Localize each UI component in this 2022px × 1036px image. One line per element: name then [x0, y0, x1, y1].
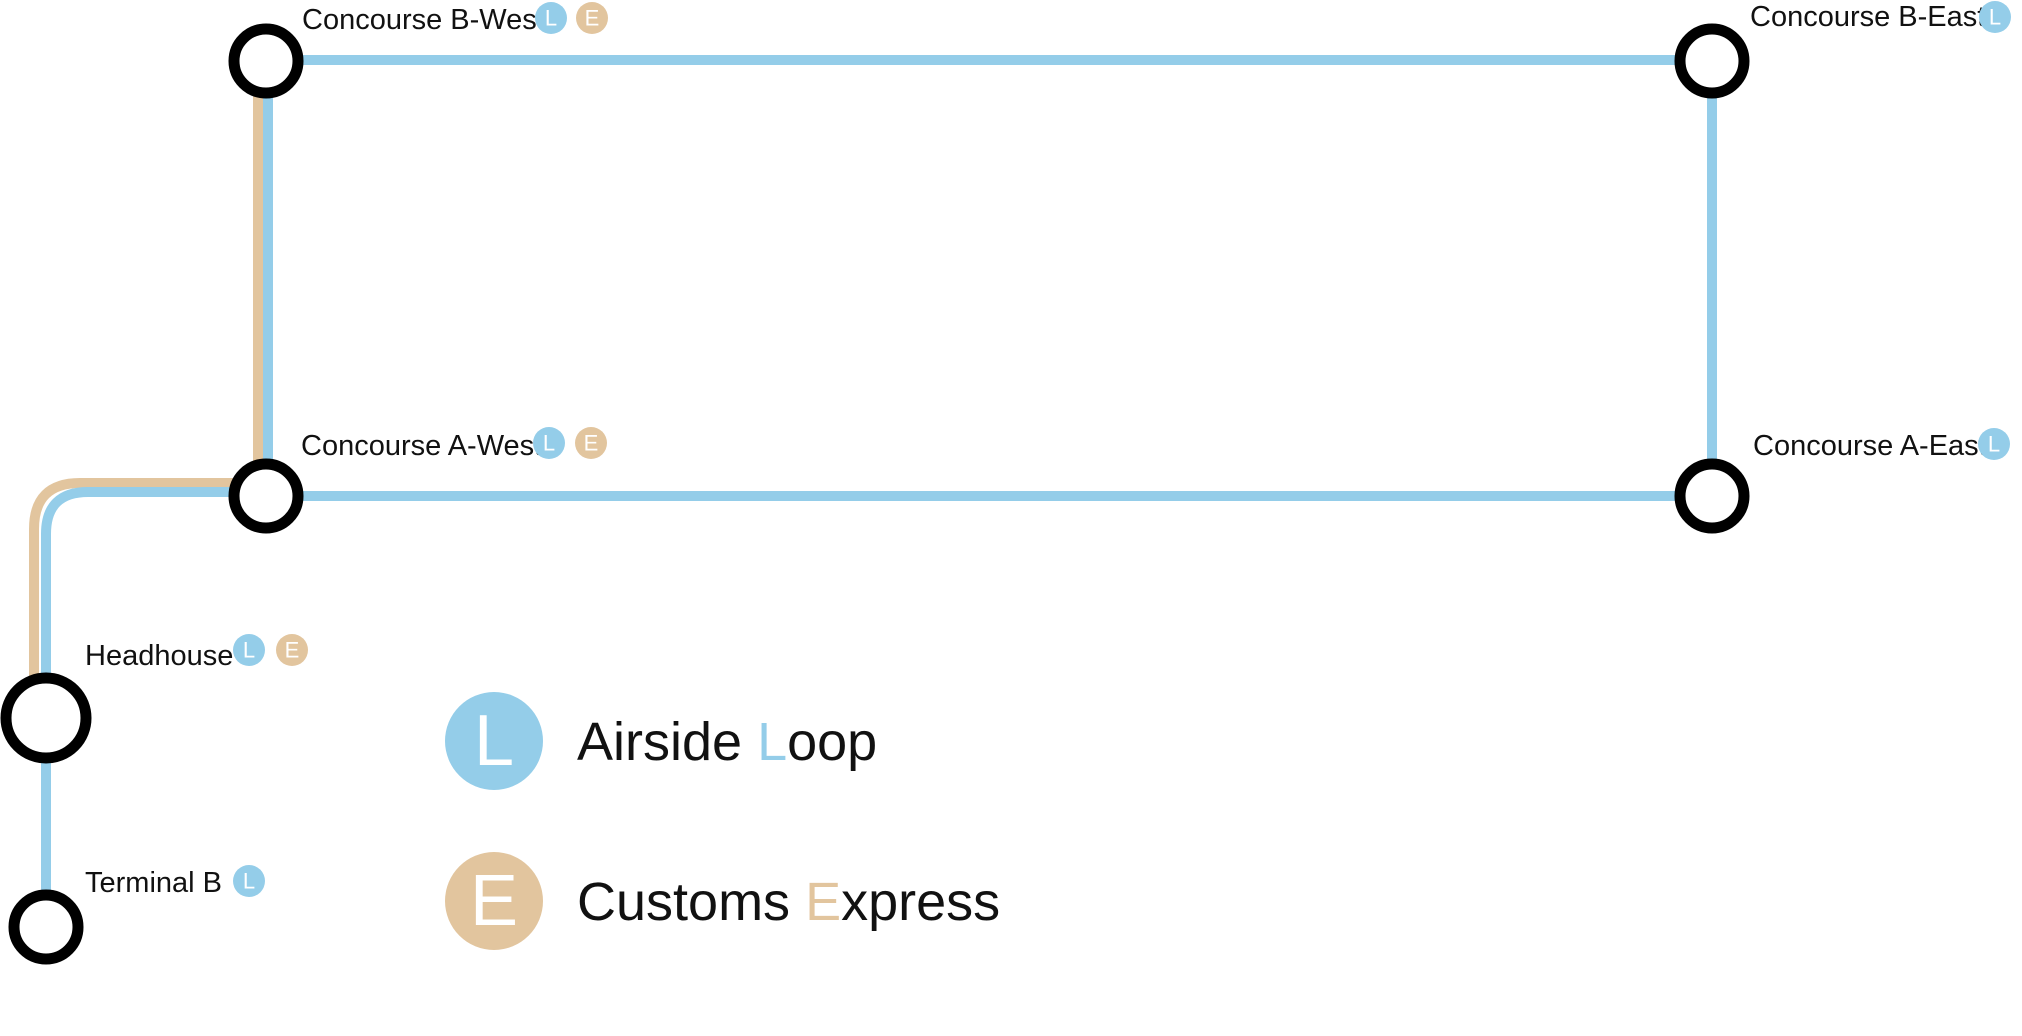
station-label-headhouse: Headhouse: [85, 640, 233, 672]
loop-badge-letter: L: [243, 869, 255, 894]
legend: L Airside Loop E Customs Express: [445, 692, 1000, 950]
express-legend-icon: [445, 852, 543, 950]
express-badge-letter: E: [285, 638, 300, 663]
express-badge-icon: [575, 427, 607, 459]
loop-badge-letter: L: [1989, 5, 2001, 30]
express-route-line: [29, 60, 263, 710]
station-label-terminal-b: Terminal B: [85, 867, 222, 899]
express-badge-letter: E: [584, 431, 599, 456]
loop-legend-name: Airside Loop: [577, 712, 877, 772]
station-label-a-west: Concourse A-West: [301, 430, 542, 462]
legend-item-airside-loop: L Airside Loop: [445, 692, 877, 790]
station-marker-headhouse[interactable]: [0, 672, 92, 764]
loop-badge-icon: [233, 865, 265, 897]
loop-legend-letter: L: [474, 701, 514, 781]
station-label-a-east: Concourse A-East: [1753, 430, 1987, 462]
station-marker-a-east[interactable]: [1674, 458, 1750, 534]
loop-badge-icon: [1979, 1, 2011, 33]
loop-badge-icon: [535, 2, 567, 34]
loop-badge-letter: L: [543, 431, 555, 456]
station-label-b-west: Concourse B-West: [302, 4, 545, 36]
station-marker-b-west[interactable]: [228, 23, 304, 99]
station-marker-b-east[interactable]: [1674, 23, 1750, 99]
legend-item-customs-express: E Customs Express: [445, 852, 1000, 950]
loop-badge-letter: L: [545, 6, 557, 31]
loop-badge-letter: L: [1988, 432, 2000, 457]
express-badge-icon: [276, 634, 308, 666]
loop-badge-icon: [233, 634, 265, 666]
express-badge-icon: [576, 2, 608, 34]
loop-badge-icon: [533, 427, 565, 459]
express-badge-letter: E: [585, 6, 600, 31]
express-legend-letter: E: [470, 861, 518, 941]
loop-route-spur: [41, 487, 268, 928]
station-label-b-east: Concourse B-East: [1750, 1, 1985, 33]
loop-legend-icon: [445, 692, 543, 790]
loop-badge-letter: L: [243, 638, 255, 663]
express-legend-name: Customs Express: [577, 872, 1000, 932]
loop-badge-icon: [1978, 428, 2010, 460]
station-marker-terminal-b[interactable]: [8, 889, 84, 965]
station-marker-a-west[interactable]: [228, 458, 304, 534]
